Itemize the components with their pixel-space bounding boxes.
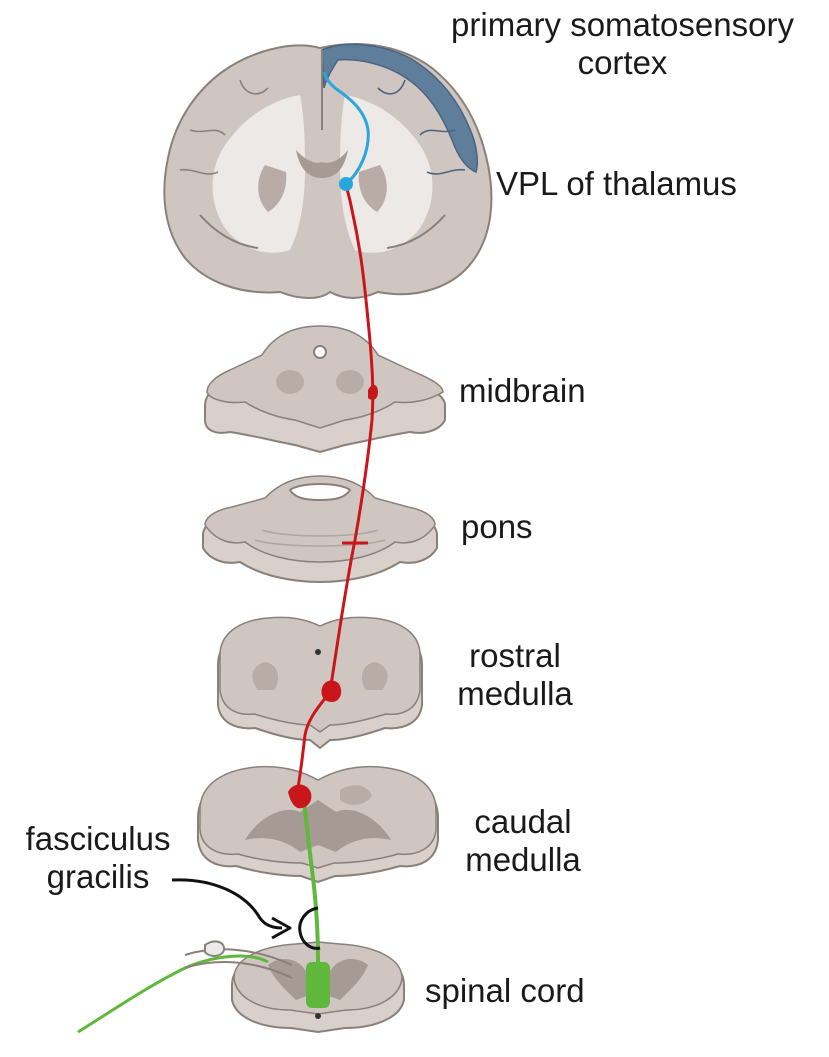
pons-label: pons xyxy=(461,508,533,546)
rostral-medulla-section xyxy=(218,617,422,748)
central-canal-spinal xyxy=(315,1013,321,1019)
fasciculus-line1: fasciculus xyxy=(8,820,188,858)
fasciculus-line2: gracilis xyxy=(8,858,188,896)
fourth-ventricle xyxy=(290,484,350,500)
first-order-cell-body xyxy=(306,962,330,1008)
cortex-label-line2: cortex xyxy=(420,44,825,82)
rostral-medulla-line2: medulla xyxy=(440,675,590,713)
caudal-medulla-section xyxy=(198,767,438,882)
red-nucleus-right xyxy=(336,370,364,394)
rostral-medulla-top xyxy=(220,617,420,732)
pons-section xyxy=(203,476,437,582)
thalamus-label: VPL of thalamus xyxy=(496,165,737,203)
pointer-line xyxy=(172,880,282,928)
midbrain-section xyxy=(205,326,445,452)
central-canal-rostral xyxy=(315,649,321,655)
cerebral-aqueduct xyxy=(314,346,326,358)
cortex-label: primary somatosensory cortex xyxy=(420,6,825,82)
caudal-medulla-line1: caudal xyxy=(448,803,598,841)
midbrain-label: midbrain xyxy=(459,372,586,410)
cortex-label-line1: primary somatosensory xyxy=(420,6,825,44)
dorsal-root-ganglion-icon xyxy=(205,941,224,956)
fasciculus-gracilis-label: fasciculus gracilis xyxy=(8,820,188,896)
fasciculus-pointer xyxy=(172,880,320,949)
rostral-medulla-line1: rostral xyxy=(440,637,590,675)
caudal-medulla-line2: medulla xyxy=(448,841,598,879)
rostral-medulla-marker xyxy=(321,681,341,702)
red-nucleus-left xyxy=(276,370,304,394)
rostral-medulla-label: rostral medulla xyxy=(440,637,590,713)
spinal-cord-label: spinal cord xyxy=(425,972,585,1010)
caudal-medulla-label: caudal medulla xyxy=(448,803,598,879)
